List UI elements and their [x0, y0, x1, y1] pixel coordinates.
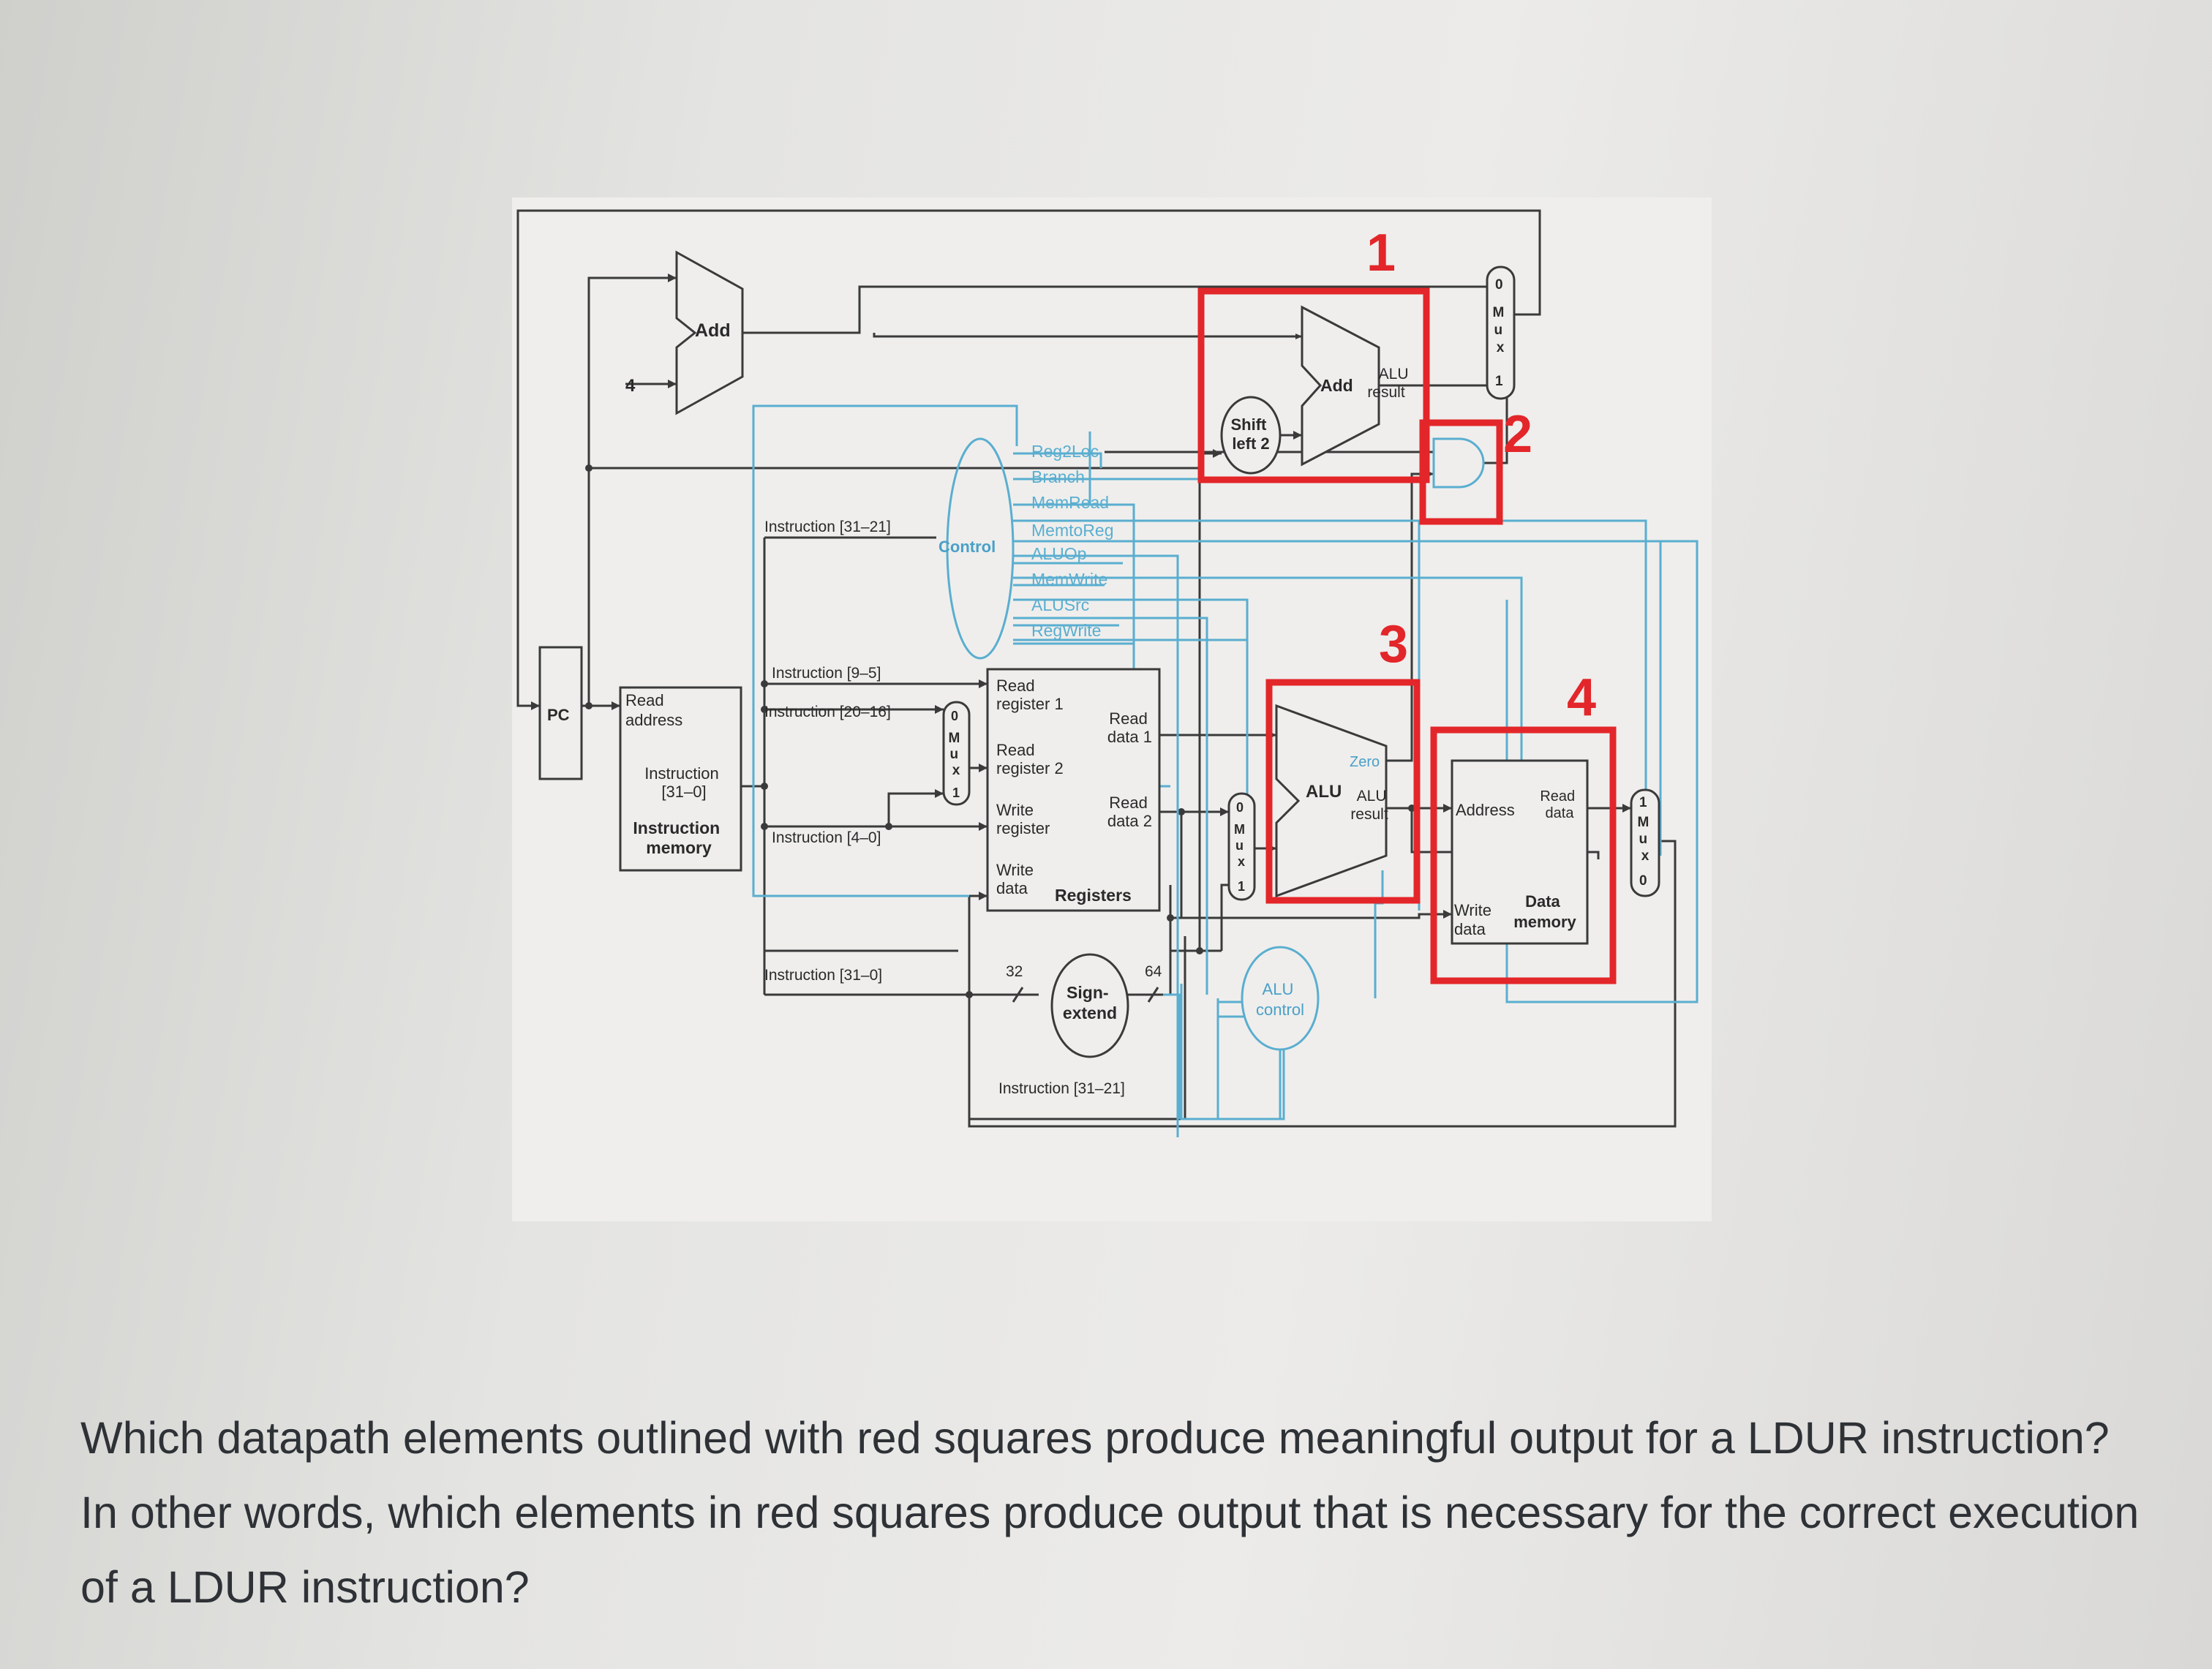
label-instr-31-0: Instruction [31–0] — [764, 967, 882, 984]
sign-extend-label: Sign- extend — [1063, 983, 1117, 1022]
shift-left-2 — [1220, 396, 1282, 475]
constant-four: 4 — [625, 376, 636, 396]
read-data-1: Read data 1 — [1107, 709, 1152, 746]
alu-zero: Zero — [1350, 754, 1380, 770]
red-number-2: 2 — [1503, 405, 1532, 464]
im-title: Instruction memory — [633, 818, 724, 857]
dm-title: Data memory — [1513, 892, 1576, 931]
alu-control-label: ALU control — [1256, 980, 1304, 1019]
label-instr-9-5: Instruction [9–5] — [772, 665, 881, 682]
shift-left-2-label: Shift left 2 — [1230, 415, 1271, 453]
sign-extend — [1050, 953, 1129, 1058]
pc-register — [538, 646, 583, 780]
label-instr-31-21-top: Instruction [31–21] — [764, 519, 891, 535]
bits-32: 32 — [1006, 963, 1023, 980]
data-memory — [1451, 759, 1589, 945]
pc-mux-sel-0: 0 — [1495, 277, 1503, 293]
pc-mux-sel-1: 1 — [1495, 374, 1503, 389]
alusrc-mux-label: M u x — [1234, 822, 1249, 869]
read-register-2: Read register 2 — [996, 741, 1064, 777]
alu-control — [1241, 946, 1320, 1051]
red-number-1: 1 — [1366, 224, 1396, 282]
label-instr-20-16: Instruction [20–16] — [764, 704, 891, 720]
red-highlights — [1197, 287, 1617, 984]
im-read-address: Read address — [625, 691, 682, 729]
control-signal-lines — [1013, 452, 1141, 627]
im-instruction-out: Instruction [31–0] — [644, 764, 723, 801]
signal-aluop: ALUOp — [1031, 544, 1086, 563]
branch-adder-label: Add — [1320, 376, 1353, 395]
reg2loc-mux-sel-1: 1 — [952, 785, 960, 800]
slash-32 — [1012, 987, 1024, 1003]
signal-memwrite: MemWrite — [1031, 570, 1107, 589]
alu-label: ALU — [1306, 782, 1342, 802]
write-data: Write data — [996, 861, 1038, 897]
alusrc-mux — [1227, 792, 1256, 901]
dm-address: Address — [1456, 801, 1515, 819]
register-file — [986, 668, 1161, 912]
control-unit — [946, 437, 1015, 660]
signal-memread: MemRead — [1031, 493, 1109, 512]
memtoreg-mux-sel-1: 1 — [1639, 795, 1647, 810]
alu-result: ALU result — [1350, 788, 1391, 823]
bits-64: 64 — [1145, 963, 1162, 980]
red-box-4 — [1430, 726, 1617, 984]
red-number-4: 4 — [1567, 668, 1596, 727]
instruction-memory — [619, 686, 742, 872]
red-box-numbers: 1 2 3 4 — [1366, 224, 1596, 727]
read-register-1: Read register 1 — [996, 677, 1064, 713]
red-box-2 — [1419, 419, 1503, 525]
pc-adder-label: Add — [695, 320, 731, 341]
reg2loc-mux-label: M u x — [948, 731, 963, 778]
signal-reg2loc: Reg2Loc — [1031, 442, 1099, 461]
label-instr-4-0: Instruction [4–0] — [772, 829, 881, 846]
red-number-3: 3 — [1379, 615, 1408, 674]
signal-regwrite: RegWrite — [1031, 621, 1101, 640]
alusrc-mux-sel-0: 0 — [1236, 800, 1244, 815]
dm-write-data: Write data — [1454, 901, 1496, 938]
registers-title: Registers — [1055, 886, 1132, 905]
pc-adder — [675, 250, 744, 415]
reg2loc-mux — [942, 701, 971, 806]
signal-alusrc: ALUSrc — [1031, 595, 1089, 614]
label-instr-31-21-bottom: Instruction [31–21] — [998, 1080, 1125, 1097]
pc-mux-label: M u x — [1492, 305, 1508, 355]
read-data-2: Read data 2 — [1107, 794, 1152, 830]
reg2loc-mux-sel-0: 0 — [951, 709, 958, 723]
memtoreg-mux-sel-0: 0 — [1639, 873, 1647, 889]
signal-memtoreg: MemtoReg — [1031, 521, 1113, 540]
branch-adder — [1301, 305, 1380, 467]
pc-label: PC — [547, 706, 570, 724]
control-signal-labels: Reg2Loc Branch MemRead MemtoReg ALUOp Me… — [1031, 442, 1113, 640]
alusrc-mux-sel-1: 1 — [1238, 879, 1245, 894]
red-box-1 — [1197, 287, 1430, 483]
memtoreg-mux-label: M u x — [1637, 815, 1652, 864]
dm-read-data: Read data — [1540, 788, 1579, 821]
pc-source-mux — [1486, 265, 1516, 400]
red-box-3 — [1265, 679, 1421, 904]
question-text: Which datapath elements outlined with re… — [80, 1413, 2140, 1612]
write-register: Write register — [996, 801, 1050, 837]
memtoreg-mux — [1630, 788, 1660, 897]
junction-dots — [585, 464, 1415, 998]
slash-64 — [1147, 987, 1159, 1003]
signal-branch: Branch — [1031, 467, 1085, 486]
main-alu — [1275, 704, 1388, 898]
control-label: Control — [938, 538, 996, 556]
branch-and-gate — [1432, 437, 1485, 489]
branch-adder-result: ALU result — [1367, 366, 1412, 401]
